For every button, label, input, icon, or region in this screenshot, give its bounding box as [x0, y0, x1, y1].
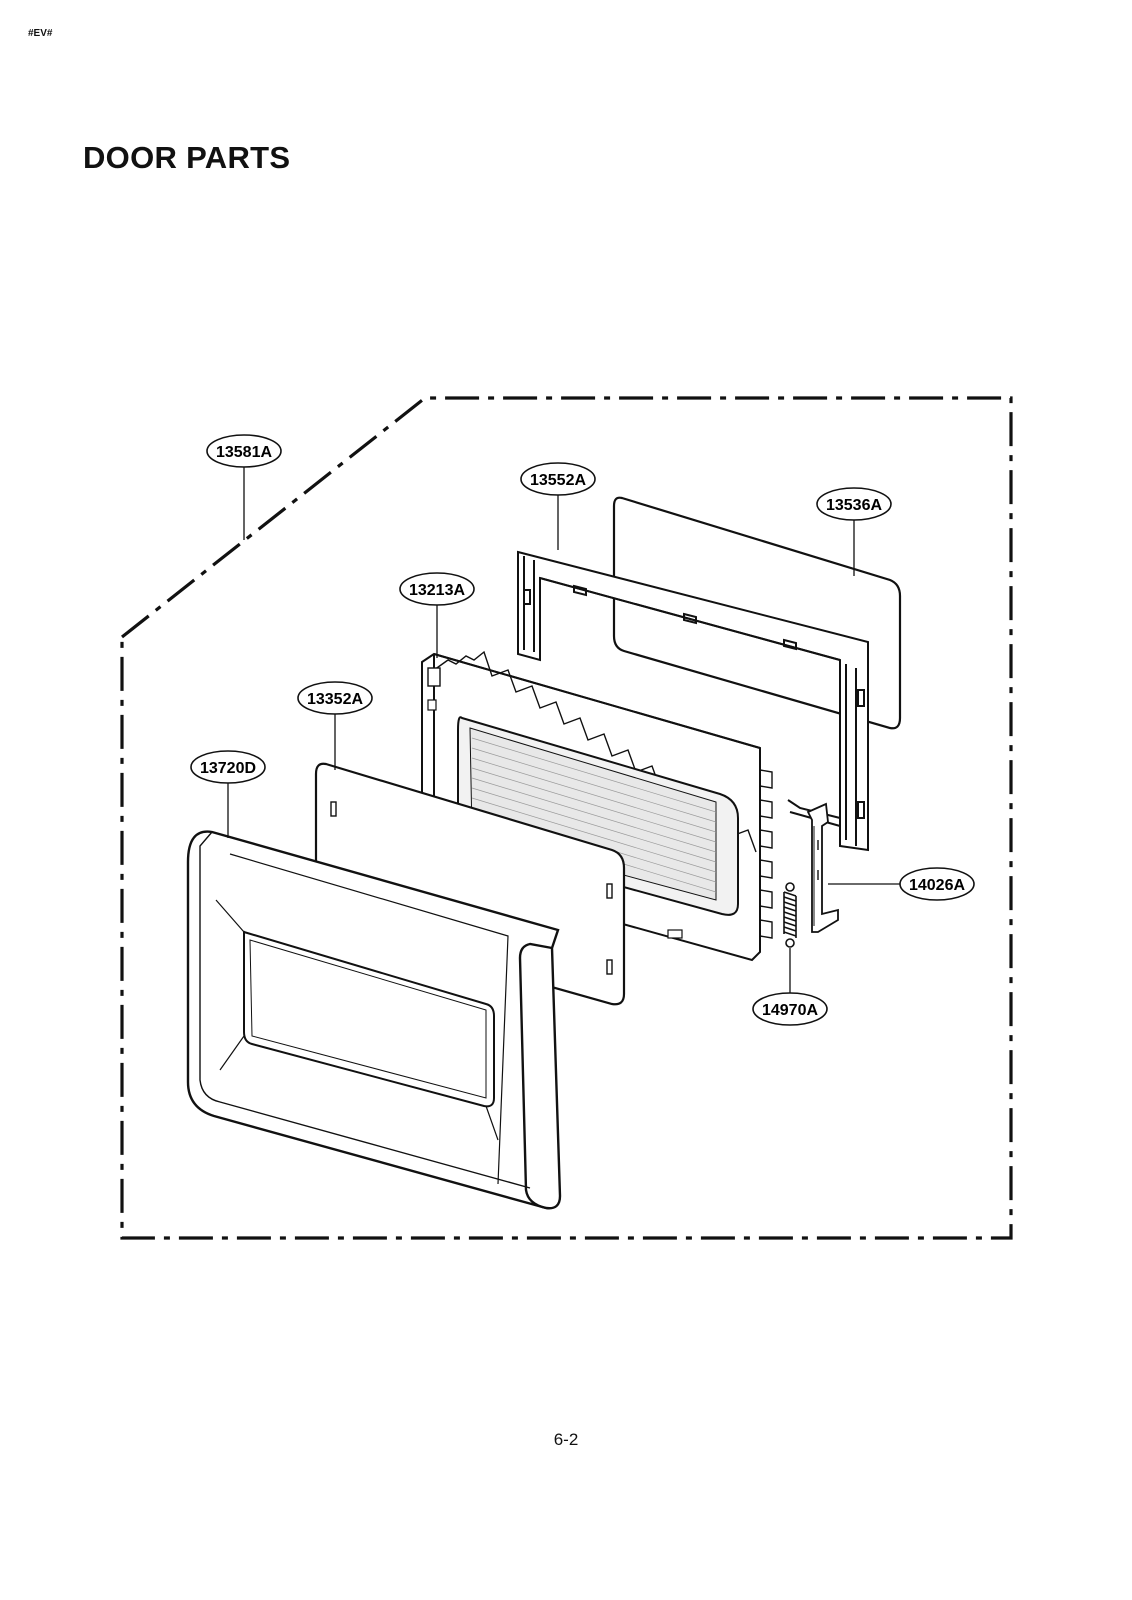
callout-13720d-label: 13720D	[200, 760, 256, 777]
document-code: #EV#	[28, 28, 53, 39]
page-number: 6-2	[553, 1430, 579, 1449]
callout-14026a: 14026A	[899, 867, 975, 901]
assembly-boundary	[120, 396, 1013, 1240]
callout-13552a-label: 13552A	[530, 472, 586, 489]
callout-14026a-label: 14026A	[909, 877, 965, 894]
callout-13352a: 13352A	[297, 681, 373, 715]
callout-13213a-label: 13213A	[409, 582, 465, 599]
part-13720d-front-door-frame	[186, 830, 562, 1210]
callout-13581a-label: 13581A	[216, 444, 272, 461]
part-14970a-spring	[783, 882, 797, 948]
page-title: DOOR PARTS	[83, 140, 291, 175]
callout-13213a: 13213A	[399, 572, 475, 606]
part-13552a-door-frame	[517, 550, 869, 852]
callout-13581a: 13581A	[206, 434, 282, 468]
callout-13536a-label: 13536A	[826, 497, 882, 514]
part-14026a-latch-hook	[806, 802, 839, 933]
callout-14970a: 14970A	[752, 992, 828, 1026]
leader-lines	[227, 467, 900, 994]
callout-14970a-label: 14970A	[762, 1002, 818, 1019]
callout-13352a-label: 13352A	[307, 691, 363, 708]
callout-13536a: 13536A	[816, 487, 892, 521]
callout-13720d: 13720D	[190, 750, 266, 784]
callout-13552a: 13552A	[520, 462, 596, 496]
